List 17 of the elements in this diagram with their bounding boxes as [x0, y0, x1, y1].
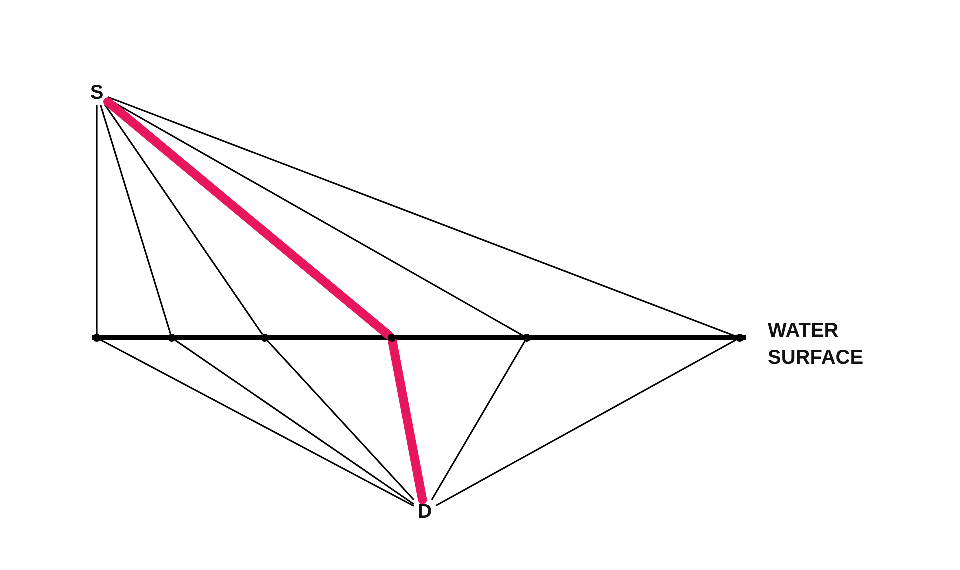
light-path-line	[388, 337, 428, 504]
ray-line	[108, 96, 737, 338]
surface-point	[93, 334, 101, 342]
ray-line	[174, 340, 414, 506]
ray-line	[104, 104, 264, 336]
ray-line	[96, 105, 98, 334]
ray-line	[267, 340, 415, 501]
light-path-line	[104, 98, 394, 340]
surface-point	[736, 334, 744, 342]
ray-line	[100, 104, 172, 334]
point-label: S	[86, 81, 108, 105]
ray-line	[436, 339, 737, 507]
ray-line	[100, 339, 414, 507]
ray-line	[431, 341, 526, 500]
surface-label: WATER SURFACE	[768, 319, 865, 371]
point-label: D	[414, 500, 436, 524]
surface-point	[388, 334, 396, 342]
